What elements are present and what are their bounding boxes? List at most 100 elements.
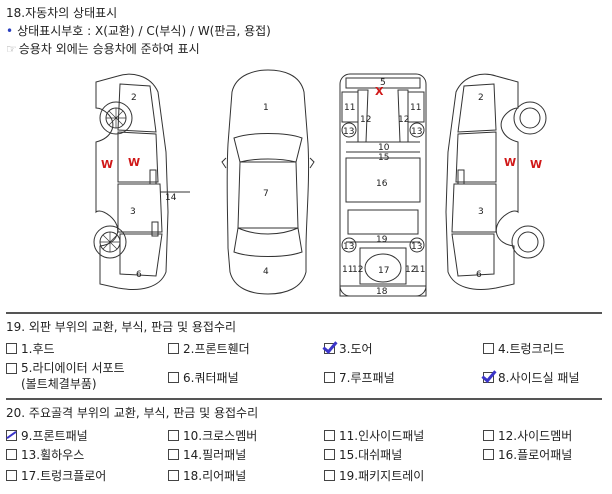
option-label: 2.프론트휀더 — [183, 342, 250, 356]
option-label: 9.프론트패널 — [21, 429, 88, 443]
checkbox-inside-panel[interactable] — [324, 430, 335, 441]
option-label: 15.대쉬패널 — [339, 448, 403, 462]
option-package-tray[interactable]: 19.패키지트레이 — [324, 467, 424, 484]
option-rear-panel[interactable]: 18.리어패널 — [168, 467, 246, 484]
option-door[interactable]: 3.도어 — [324, 340, 373, 357]
checkbox-dash-panel[interactable] — [324, 449, 335, 460]
part-label-6: 6 — [136, 270, 142, 280]
checkbox-side-sill-panel[interactable] — [483, 372, 494, 383]
checkbox-rear-panel[interactable] — [168, 470, 179, 481]
left-side-view — [93, 73, 190, 290]
option-label: 14.필러패널 — [183, 448, 247, 462]
option-quarter-panel[interactable]: 6.쿼터패널 — [168, 369, 239, 386]
option-label: 7.루프패널 — [339, 371, 395, 385]
option-label: 13.휠하우스 — [21, 448, 85, 462]
checkbox-package-tray[interactable] — [324, 470, 335, 481]
note-line: ☞승용차 외에는 승용차에 준하여 표시 — [6, 40, 200, 57]
underbody-view — [339, 73, 427, 297]
option-label-block: 5.라디에이터 서포트 (볼트체결부품) — [21, 360, 125, 392]
option-pillar-panel[interactable]: 14.필러패널 — [168, 446, 246, 463]
part-label-2-right: 2 — [478, 93, 484, 103]
option-front-fender[interactable]: 2.프론트휀더 — [168, 340, 250, 357]
checkbox-side-member[interactable] — [483, 430, 494, 441]
option-label: 5.라디에이터 서포트 — [21, 361, 125, 375]
checkbox-radiator-support[interactable] — [6, 363, 17, 374]
option-label: 16.플로어패널 — [498, 448, 573, 462]
option-label: 17.트렁크플로어 — [21, 469, 107, 483]
checkbox-roof-panel[interactable] — [324, 372, 335, 383]
option-label: 18.리어패널 — [183, 469, 247, 483]
part-labels: 2 3 6 14 1 7 4 5 11 12 12 11 13 13 10 15… — [130, 78, 484, 297]
option-wheel-house[interactable]: 13.휠하우스 — [6, 446, 84, 463]
divider-20 — [6, 398, 602, 400]
part-label-15: 15 — [378, 153, 389, 163]
checkbox-hood[interactable] — [6, 343, 17, 354]
part-label-11c: 11 — [342, 265, 353, 275]
part-label-16: 16 — [376, 179, 388, 189]
checkbox-trunk-floor[interactable] — [6, 470, 17, 481]
mark-w-right-rear: W — [530, 158, 542, 171]
checkbox-cross-member[interactable] — [168, 430, 179, 441]
part-label-11a: 11 — [344, 103, 355, 113]
right-side-view — [445, 73, 547, 290]
checkbox-trunk-lid[interactable] — [483, 343, 494, 354]
option-side-sill-panel[interactable]: 8.사이드실 패널 — [483, 369, 580, 386]
mark-x-radiator: X — [375, 85, 384, 98]
part-label-11b: 11 — [410, 103, 421, 113]
option-trunk-lid[interactable]: 4.트렁크리드 — [483, 340, 565, 357]
option-front-panel[interactable]: 9.프론트패널 — [6, 427, 88, 444]
checkbox-quarter-panel[interactable] — [168, 372, 179, 383]
part-label-7: 7 — [263, 189, 269, 199]
legend-line: •상태표시부호 : X(교환) / C(부식) / W(판금, 용접) — [6, 22, 271, 39]
option-label: 3.도어 — [339, 342, 373, 356]
part-label-12c: 12 — [352, 265, 363, 275]
divider-19 — [6, 312, 602, 314]
mark-w-left-front: W — [101, 158, 113, 171]
option-label: 4.트렁크리드 — [498, 342, 565, 356]
section-title-20: 20. 주요골격 부위의 교환, 부식, 판금 및 용접수리 — [6, 406, 259, 420]
part-label-6-right: 6 — [476, 270, 482, 280]
bullet-icon: • — [6, 24, 14, 38]
part-label-1: 1 — [263, 103, 269, 113]
part-label-10: 10 — [378, 143, 390, 153]
checkbox-door[interactable] — [324, 343, 335, 354]
option-dash-panel[interactable]: 15.대쉬패널 — [324, 446, 402, 463]
option-side-member[interactable]: 12.사이드멤버 — [483, 427, 572, 444]
mark-w-left-rear: W — [128, 156, 140, 169]
option-label: 12.사이드멤버 — [498, 429, 573, 443]
option-hood[interactable]: 1.후드 — [6, 340, 55, 357]
checkbox-front-panel[interactable] — [6, 430, 17, 441]
option-label: 8.사이드실 패널 — [498, 371, 580, 385]
part-label-13d: 13 — [411, 242, 422, 252]
part-label-13b: 13 — [411, 127, 422, 137]
checkbox-pillar-panel[interactable] — [168, 449, 179, 460]
option-roof-panel[interactable]: 7.루프패널 — [324, 369, 395, 386]
section-title-18: 18.자동차의 상태표시 — [6, 6, 118, 20]
arrow-icon: ☞ — [6, 42, 17, 56]
option-trunk-floor[interactable]: 17.트렁크플로어 — [6, 467, 106, 484]
part-label-12b: 12 — [398, 115, 409, 125]
part-label-3-right: 3 — [478, 207, 484, 217]
checkbox-wheel-house[interactable] — [6, 449, 17, 460]
part-label-13c: 13 — [343, 242, 354, 252]
option-label: 11.인사이드패널 — [339, 429, 425, 443]
option-inside-panel[interactable]: 11.인사이드패널 — [324, 427, 424, 444]
checkbox-front-fender[interactable] — [168, 343, 179, 354]
top-view — [221, 69, 315, 295]
checkbox-floor-panel[interactable] — [483, 449, 494, 460]
part-label-13a: 13 — [343, 127, 354, 137]
option-label: 1.후드 — [21, 342, 55, 356]
option-radiator-support[interactable]: 5.라디에이터 서포트 (볼트체결부품) — [6, 360, 125, 392]
section-title-19: 19. 외판 부위의 교환, 부식, 판금 및 용접수리 — [6, 320, 237, 334]
part-label-12d: 12 — [405, 265, 416, 275]
part-label-18: 18 — [376, 287, 388, 297]
option-floor-panel[interactable]: 16.플로어패널 — [483, 446, 572, 463]
part-label-19: 19 — [376, 235, 388, 245]
part-label-12a: 12 — [360, 115, 371, 125]
part-label-17: 17 — [378, 266, 389, 276]
mark-w-right-front: W — [504, 156, 516, 169]
part-label-11d: 11 — [414, 265, 425, 275]
option-cross-member[interactable]: 10.크로스멤버 — [168, 427, 257, 444]
condition-marks: W W X W W — [101, 85, 542, 171]
option-label: 19.패키지트레이 — [339, 469, 425, 483]
